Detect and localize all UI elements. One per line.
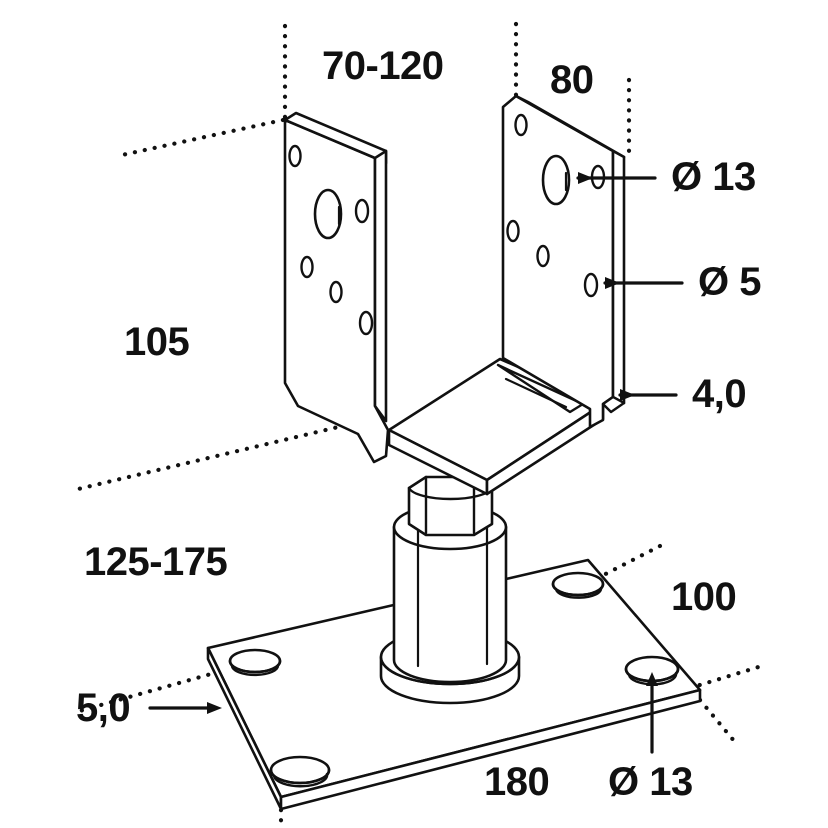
- base-plate-hole-bottom: [269, 755, 331, 788]
- extension-lines: [71, 21, 768, 828]
- left-plate-hole-small-center: [329, 280, 343, 304]
- dim-label-baseplate-thickness: 5,0: [76, 686, 131, 730]
- ext-line-baseplate-right-diag: [697, 697, 738, 745]
- left-plate-hole-large-13: [313, 188, 343, 240]
- ext-line-105-lower: [71, 420, 358, 493]
- bracket-seat-rib-line: [504, 377, 568, 409]
- ext-line-100-lower: [687, 662, 768, 691]
- right-plate-hole-small-mid-left: [506, 219, 520, 243]
- ext-line-top-left-diag: [119, 117, 286, 158]
- ext-line-thickness-lower: [73, 669, 221, 715]
- left-plate-hole-small-upper-right: [354, 198, 370, 224]
- dim-label-large-hole-top: Ø 13: [671, 155, 756, 199]
- base-plate-hole-top: [551, 571, 605, 599]
- dim-label-small-hole: Ø 5: [698, 260, 761, 304]
- dim-label-post-height-range: 125-175: [84, 540, 228, 584]
- bracket-left-plate: [283, 111, 390, 464]
- left-plate-hole-small-mid-left: [300, 255, 314, 279]
- dim-label-baseplate-width: 100: [671, 575, 737, 619]
- left-plate-hole-small-top: [288, 144, 302, 168]
- ext-line-100-upper: [585, 543, 663, 586]
- dim-label-bracket-thickness: 4,0: [692, 372, 747, 416]
- base-plate-front-edge: [279, 688, 702, 811]
- u-bracket: [283, 94, 626, 496]
- bracket-right-plate-thickness-side: [611, 149, 626, 405]
- base-plate-hole-right: [624, 655, 680, 686]
- right-plate-hole-large-13: [541, 154, 571, 206]
- dim-label-baseplate-hole: Ø 13: [608, 760, 693, 804]
- dim-label-plate-width: 80: [550, 58, 594, 102]
- dim-label-bracket-height: 105: [124, 320, 190, 364]
- right-plate-hole-small-center: [536, 244, 550, 268]
- base-plate-holes: [228, 571, 680, 788]
- base-plate-hole-left: [228, 648, 282, 677]
- bracket-left-plate-thickness-side: [373, 149, 388, 423]
- leader-arrows: [148, 172, 684, 754]
- dim-label-bracket-width-range: 70-120: [322, 44, 444, 88]
- left-plate-hole-small-lower: [358, 310, 374, 336]
- post-cylinder-body: [392, 525, 508, 684]
- hex-nut-body: [407, 475, 494, 537]
- bracket-seat-plate: [387, 357, 605, 496]
- bracket-right-plate-bottom-fold: [601, 395, 626, 414]
- right-plate-hole-small-lower: [583, 272, 599, 298]
- right-plate-hole-small-top: [514, 113, 528, 137]
- dim-label-baseplate-length: 180: [484, 760, 550, 804]
